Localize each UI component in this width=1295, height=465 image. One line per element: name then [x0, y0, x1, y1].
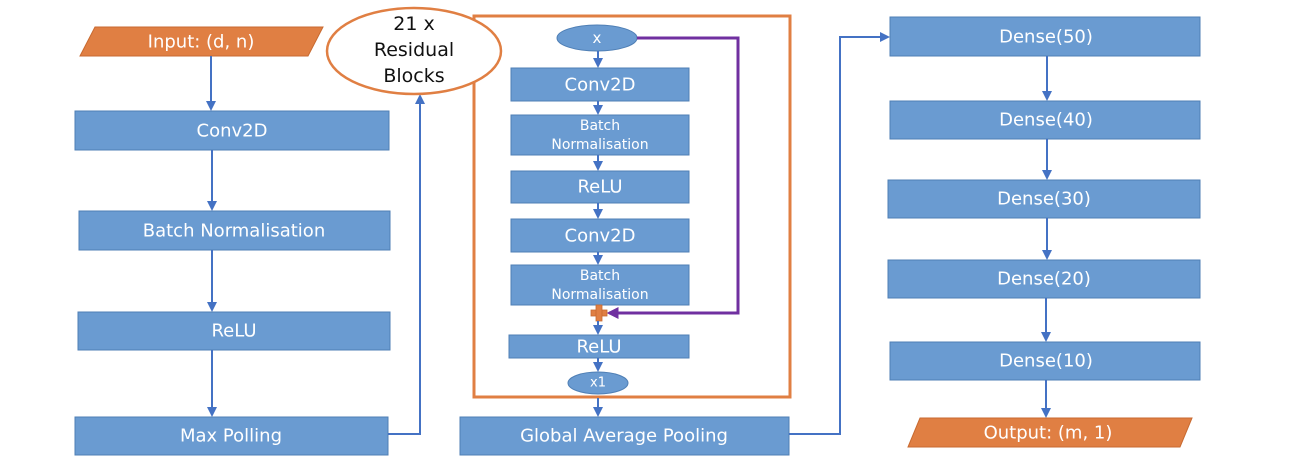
stem-max-pooling-label: Max Polling — [180, 426, 282, 447]
residual-input-node: x — [556, 24, 638, 52]
add-icon — [590, 304, 608, 322]
residual-input-label: x — [593, 29, 602, 47]
residual-block: 21 x Residual Blocks x Conv2D Batch Norm… — [325, 6, 792, 399]
stem-batch-norm: Batch Normalisation — [78, 210, 391, 251]
global-average-pooling-label: Global Average Pooling — [520, 426, 728, 447]
global-average-pooling: Global Average Pooling — [459, 416, 790, 456]
residual-frame — [472, 14, 792, 399]
stem-relu: ReLU — [77, 311, 391, 351]
res-batch-norm-2-line2: Normalisation — [551, 287, 648, 303]
res-conv2d-1-label: Conv2D — [565, 75, 636, 96]
stem-max-pooling: Max Polling — [74, 416, 389, 456]
residual-repeat-badge: 21 x Residual Blocks — [325, 6, 503, 96]
res-batch-norm-2-line1: Batch — [580, 268, 620, 284]
res-batch-norm-1-line1: Batch — [580, 118, 620, 134]
residual-output-label: x1 — [590, 376, 606, 391]
repeat-residual-label: Residual — [374, 39, 454, 61]
res-batch-norm-2: Batch Normalisation — [510, 264, 690, 306]
input-label: Input: (d, n) — [148, 32, 255, 53]
repeat-blocks-label: Blocks — [383, 65, 444, 87]
dense-50: Dense(50) — [889, 16, 1201, 57]
output-node: Output: (m, 1) — [907, 417, 1193, 448]
residual-output-node: x1 — [567, 371, 629, 395]
output-label: Output: (m, 1) — [984, 423, 1113, 444]
dense-30-label: Dense(30) — [997, 189, 1091, 210]
dense-40: Dense(40) — [889, 100, 1201, 140]
res-batch-norm-1: Batch Normalisation — [510, 114, 690, 156]
res-batch-norm-1-line2: Normalisation — [551, 137, 648, 153]
repeat-count-label: 21 x — [393, 13, 434, 35]
dense-40-label: Dense(40) — [999, 110, 1093, 131]
res-relu-1-label: ReLU — [577, 177, 622, 198]
dense-50-label: Dense(50) — [999, 27, 1093, 48]
res-conv2d-2: Conv2D — [510, 218, 690, 253]
dense-20-label: Dense(20) — [997, 269, 1091, 290]
input-node: Input: (d, n) — [79, 26, 324, 57]
dense-10-label: Dense(10) — [999, 351, 1093, 372]
dense-10: Dense(10) — [889, 341, 1201, 381]
stem-conv2d-label: Conv2D — [197, 121, 268, 142]
stem-column: Input: (d, n) Conv2D Batch Normalisation… — [74, 26, 425, 456]
stem-relu-label: ReLU — [211, 321, 256, 342]
connector-arrow — [388, 94, 425, 435]
stem-conv2d: Conv2D — [74, 110, 390, 151]
res-relu-2-label: ReLU — [576, 337, 621, 358]
connector-arrow — [789, 32, 890, 435]
dense-head: Dense(50) Dense(40) Dense(30) Dense(20) … — [887, 16, 1201, 448]
stem-batch-norm-label: Batch Normalisation — [143, 221, 325, 242]
skip-connection-arrow — [606, 36, 740, 319]
res-conv2d-1: Conv2D — [510, 67, 690, 102]
res-relu-1: ReLU — [510, 170, 690, 204]
dense-20: Dense(20) — [887, 259, 1201, 299]
res-relu-2: ReLU — [508, 334, 690, 359]
dense-30: Dense(30) — [887, 179, 1201, 219]
res-conv2d-2-label: Conv2D — [565, 226, 636, 247]
